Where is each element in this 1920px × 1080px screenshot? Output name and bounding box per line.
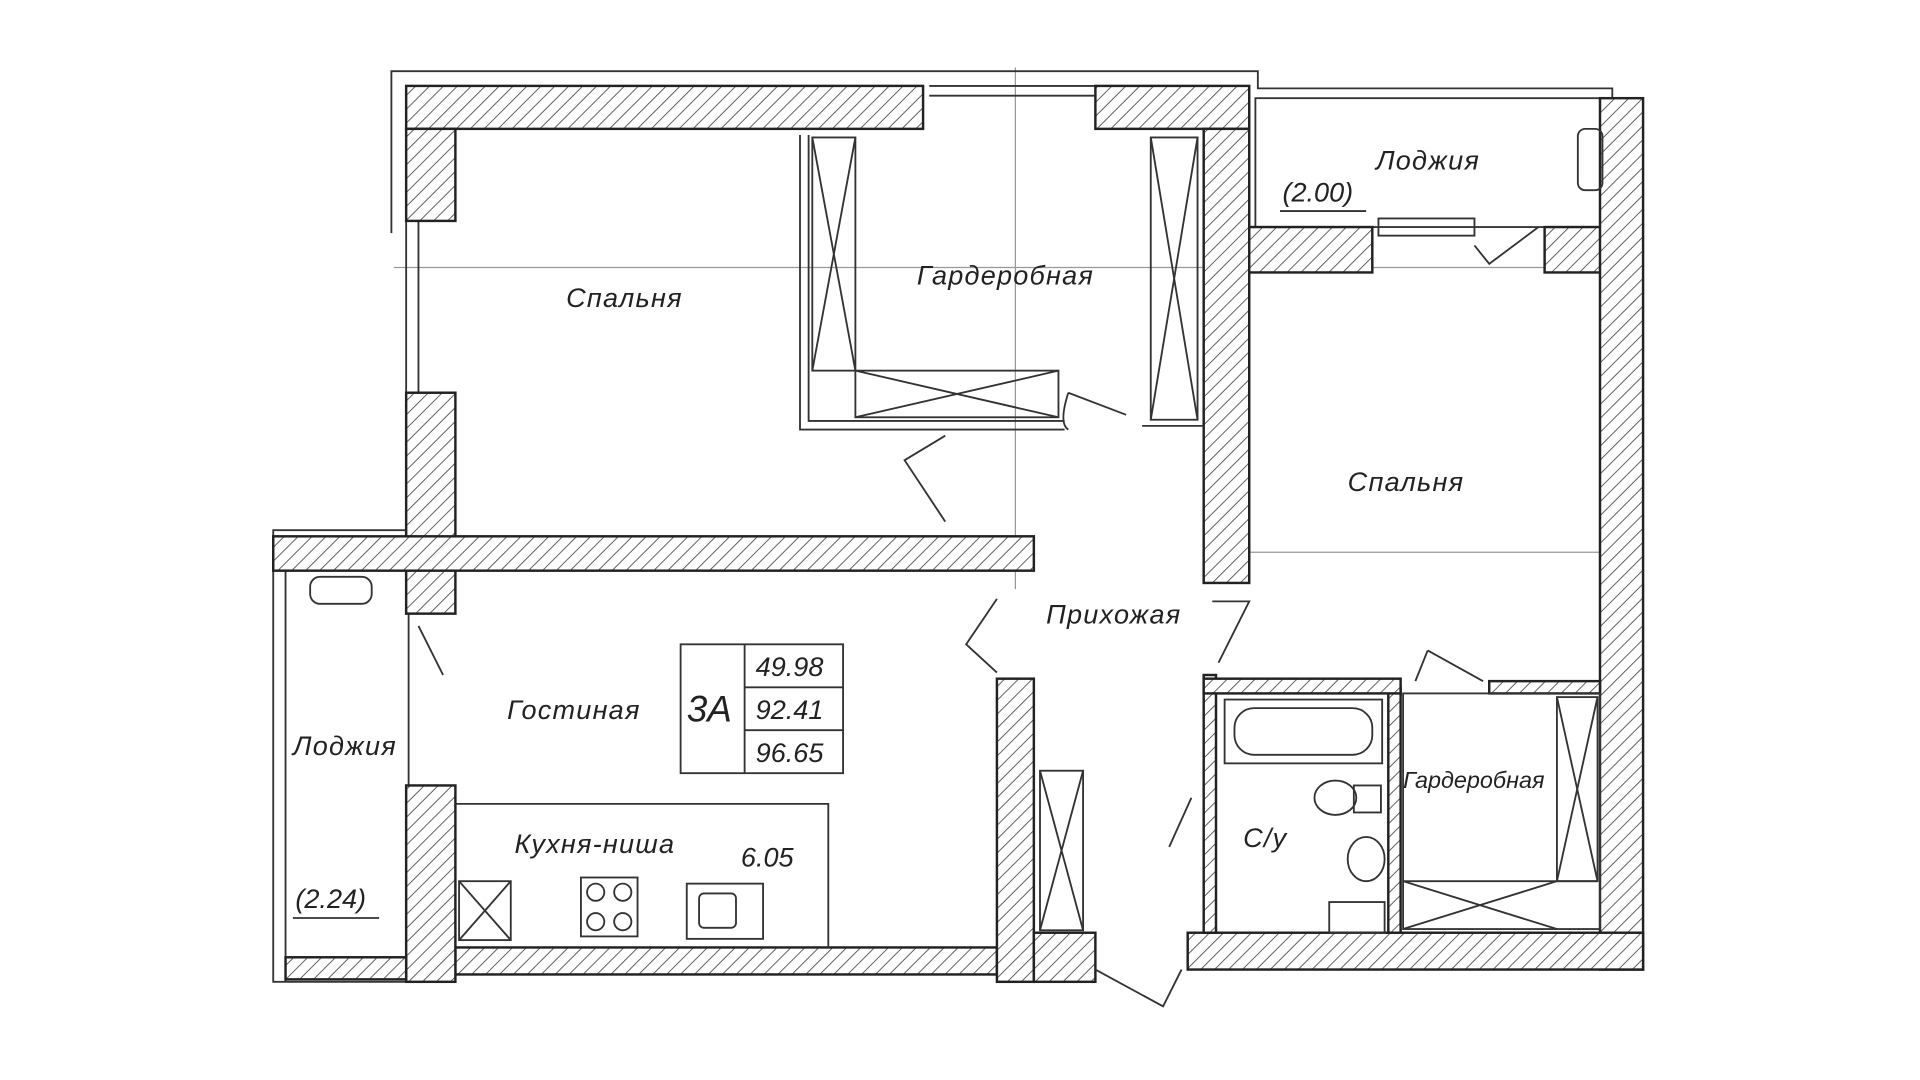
loggia-1-area: (2.00) (1282, 177, 1353, 207)
area-table: 3А 49.98 92.41 96.65 (679, 643, 845, 775)
label-living-room: Гостиная (507, 695, 641, 725)
kitchen-area: 6.05 (741, 842, 795, 872)
outer-contour (272, 70, 1614, 983)
label-wardrobe-2: Гардеробная (1403, 767, 1544, 793)
label-kitchen: Кухня-ниша (514, 829, 675, 859)
label-loggia-2: Лоджия (291, 731, 397, 761)
radiator-icon (309, 575, 373, 605)
room-labels: Спальня Гардеробная Лоджия (2.00) Спальн… (291, 145, 1544, 919)
sink-icon (685, 882, 765, 940)
living-area: 49.98 (756, 652, 824, 682)
label-bathroom: С/у (1243, 823, 1288, 853)
kitchen-counter (455, 802, 830, 948)
stove-icon (580, 876, 639, 938)
label-loggia-1: Лоджия (1374, 145, 1480, 175)
label-bedroom-2: Спальня (1348, 467, 1465, 497)
bathtub-icon (1223, 698, 1384, 765)
apartment-type: 3А (687, 689, 732, 730)
bathroom-fixtures (309, 127, 1604, 934)
toilet-icon (1313, 779, 1358, 816)
washbasin-icon (1346, 836, 1386, 883)
walls (272, 84, 1645, 984)
total-with-loggia: 96.65 (756, 738, 825, 768)
doors (417, 217, 1540, 1008)
total-area: 92.41 (756, 695, 824, 725)
label-wardrobe-1: Гардеробная (917, 261, 1094, 291)
loggia-2-area: (2.24) (295, 884, 366, 914)
label-bedroom-1: Спальня (566, 283, 683, 313)
grid-lines (393, 67, 1644, 590)
label-hallway: Прихожая (1046, 599, 1181, 629)
wardrobe-partitions (799, 135, 1601, 932)
